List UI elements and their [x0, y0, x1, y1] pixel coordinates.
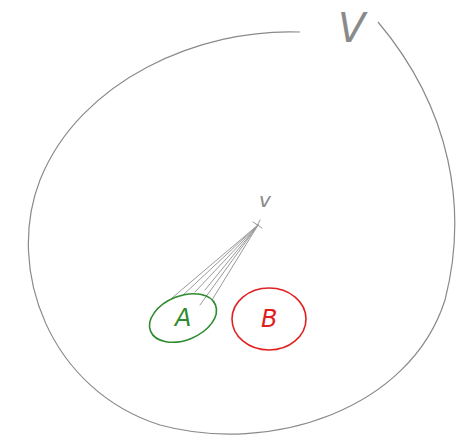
- node-label: B: [261, 307, 277, 331]
- node-label: A: [175, 306, 191, 330]
- ellipse-node: B: [230, 286, 308, 352]
- point-label: v: [259, 190, 271, 210]
- region-name: V: [338, 8, 365, 48]
- ellipse-node: A: [146, 294, 220, 342]
